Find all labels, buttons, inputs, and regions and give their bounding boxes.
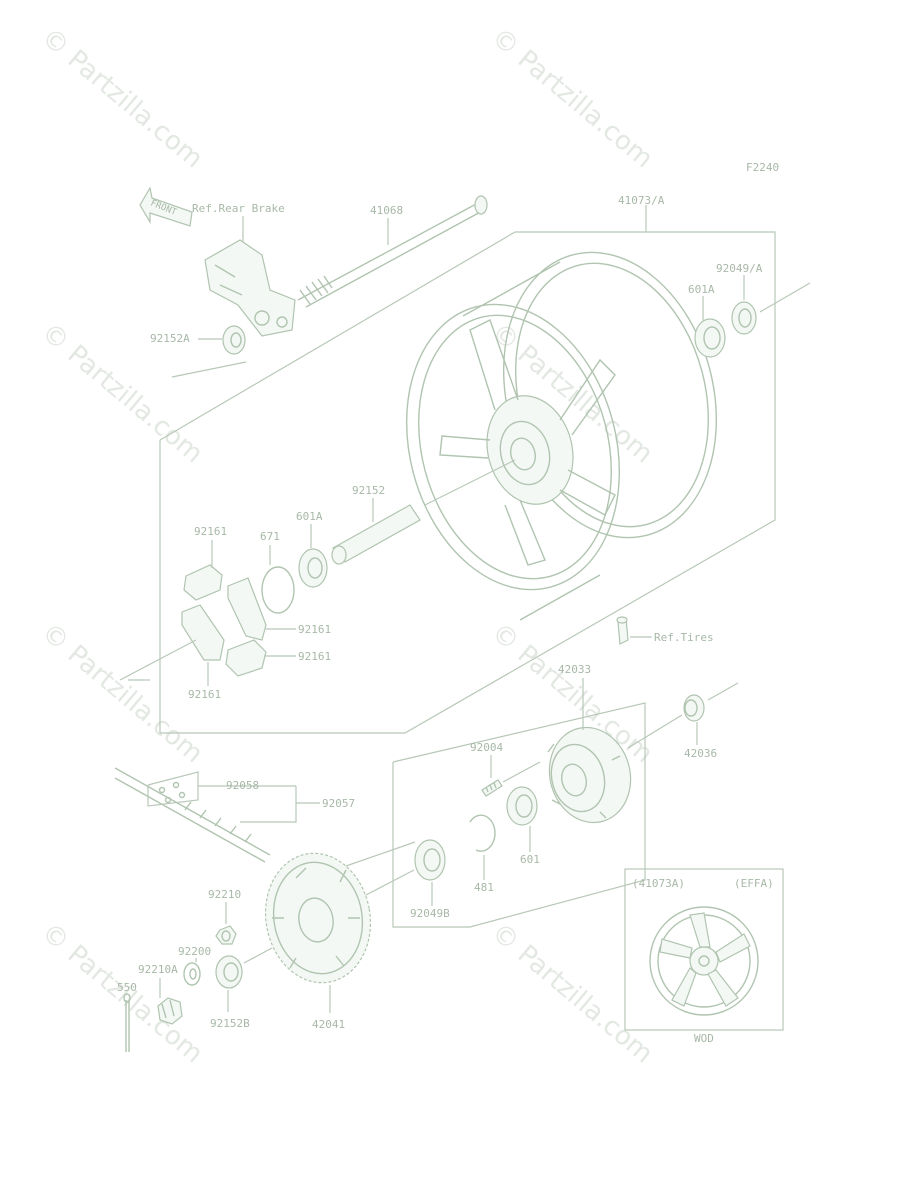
watermark: © Partzilla.com bbox=[486, 917, 659, 1069]
seal-92049a bbox=[731, 301, 757, 335]
label-92161-bottom: 92161 bbox=[188, 688, 221, 701]
assembly-outline-hub bbox=[392, 702, 646, 928]
inset-part-ref: (41073A) bbox=[632, 877, 685, 890]
label-92049b: 92049B bbox=[410, 907, 450, 920]
ref-rear-brake: Ref.Rear Brake bbox=[192, 202, 285, 215]
label-92057: 92057 bbox=[322, 797, 355, 810]
rear-brake-bracket bbox=[204, 239, 296, 337]
label-92152b: 92152B bbox=[210, 1017, 250, 1030]
label-42041: 42041 bbox=[312, 1018, 345, 1031]
front-arrow-icon: FRONT bbox=[139, 186, 193, 227]
label-92004: 92004 bbox=[470, 741, 503, 754]
bearing-601a-top bbox=[694, 318, 726, 358]
washer-92200 bbox=[183, 962, 201, 986]
bearing-601 bbox=[506, 786, 538, 826]
collar-42036 bbox=[683, 694, 705, 722]
label-92210: 92210 bbox=[208, 888, 241, 901]
watermark: © Partzilla.com bbox=[486, 22, 659, 174]
label-601a-top: 601A bbox=[688, 283, 715, 296]
label-92210a: 92210A bbox=[138, 963, 178, 976]
watermark: © Partzilla.com bbox=[36, 617, 209, 769]
label-92161-right-lower: 92161 bbox=[298, 650, 331, 663]
inset-wheel-variant: (41073A) (EFFA) WOD bbox=[624, 868, 784, 1045]
damper-92161-group bbox=[181, 564, 267, 677]
label-481: 481 bbox=[474, 881, 494, 894]
rear-wheel-41073a bbox=[405, 251, 718, 621]
label-41073a: 41073/A bbox=[618, 194, 665, 207]
label-671: 671 bbox=[260, 530, 280, 543]
label-601: 601 bbox=[520, 853, 540, 866]
label-92161-top: 92161 bbox=[194, 525, 227, 538]
inset-caption: WOD bbox=[694, 1032, 714, 1045]
label-92058: 92058 bbox=[226, 779, 259, 792]
inset-color-code: (EFFA) bbox=[734, 877, 774, 890]
diagram-code: F2240 bbox=[746, 161, 779, 174]
assembly-outline-wheel bbox=[159, 231, 776, 734]
drive-chain-92057 bbox=[114, 767, 271, 863]
label-601a-mid: 601A bbox=[296, 510, 323, 523]
coupling-42033 bbox=[547, 726, 632, 824]
watermark: © Partzilla.com bbox=[36, 22, 209, 174]
collar-92152 bbox=[331, 504, 421, 565]
tire-valve bbox=[616, 616, 629, 645]
circlip-481 bbox=[469, 814, 496, 852]
axle-41068 bbox=[297, 195, 488, 308]
label-92049a: 92049/A bbox=[716, 262, 763, 275]
ref-tires: Ref.Tires bbox=[654, 631, 714, 644]
castle-nut-92210a bbox=[157, 997, 183, 1025]
label-92200: 92200 bbox=[178, 945, 211, 958]
chain-joint-92058 bbox=[147, 771, 199, 807]
label-42036: 42036 bbox=[684, 747, 717, 760]
label-92161-right-upper: 92161 bbox=[298, 623, 331, 636]
nut-92210 bbox=[215, 925, 237, 945]
collar-92152b bbox=[215, 955, 243, 989]
label-42033: 42033 bbox=[558, 663, 591, 676]
label-92152: 92152 bbox=[352, 484, 385, 497]
seal-92049b bbox=[414, 839, 446, 881]
o-ring-671 bbox=[261, 566, 295, 614]
stud-92004 bbox=[481, 779, 503, 797]
bearing-601a-mid bbox=[298, 548, 328, 588]
sprocket-42041 bbox=[264, 852, 372, 984]
label-550: 550 bbox=[117, 981, 137, 994]
collar-92152a bbox=[222, 325, 246, 355]
cotter-pin-550 bbox=[123, 993, 131, 1052]
label-41068: 41068 bbox=[370, 204, 403, 217]
label-92152a: 92152A bbox=[150, 332, 190, 345]
